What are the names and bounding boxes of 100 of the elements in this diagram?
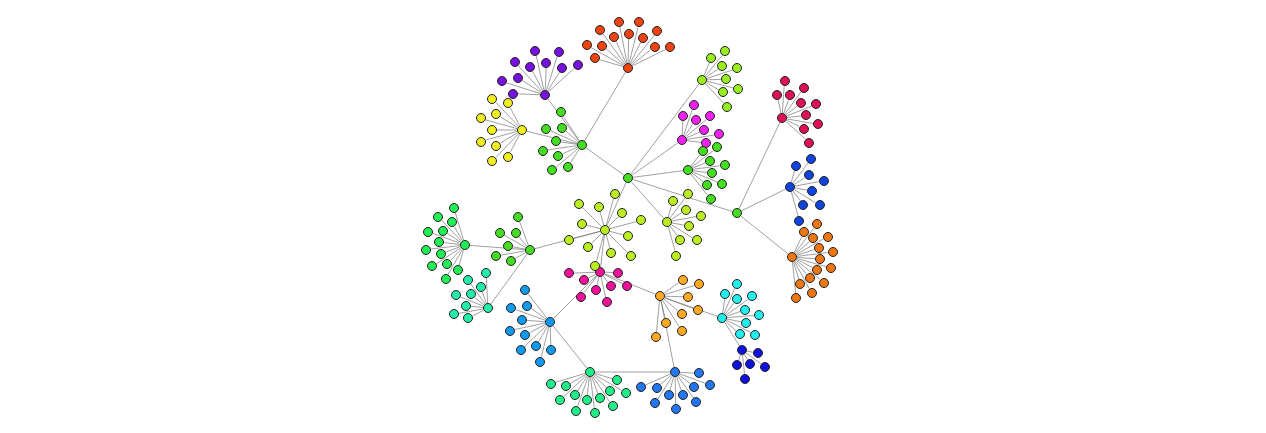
node-circle	[547, 165, 558, 176]
node-circle	[806, 186, 817, 197]
node-circle	[683, 291, 693, 302]
connector-line	[555, 373, 586, 383]
node-circle	[564, 268, 574, 279]
connector-line	[783, 99, 789, 114]
connector-line	[609, 230, 624, 236]
connector-line	[722, 298, 725, 314]
node-circle	[689, 381, 700, 392]
connector-line	[674, 376, 677, 405]
connector-line	[724, 302, 735, 315]
node-circle	[706, 52, 717, 63]
node-circle	[663, 390, 674, 401]
node-circle	[683, 189, 693, 199]
node-circle	[607, 401, 618, 412]
connector-line	[549, 326, 552, 346]
node-circle	[688, 99, 699, 110]
node-circle	[720, 289, 731, 300]
node-circle	[435, 248, 446, 259]
connector-line	[527, 293, 548, 319]
node-circle	[440, 273, 451, 284]
node-circle	[462, 274, 473, 285]
node-circle	[481, 268, 492, 279]
node-circle	[460, 240, 470, 250]
connector-line	[663, 282, 680, 294]
connector-line	[500, 250, 526, 256]
connector-line	[706, 80, 734, 89]
connector-line	[517, 65, 542, 92]
connector-line	[606, 182, 627, 226]
connector-line	[794, 181, 820, 187]
connector-line	[509, 107, 521, 126]
connector-line	[529, 323, 546, 334]
node-circle	[795, 278, 806, 289]
node-circle	[557, 123, 568, 134]
node-circle	[562, 161, 573, 172]
node-circle	[585, 367, 595, 377]
connector-line	[583, 275, 598, 293]
node-circle	[677, 274, 688, 285]
node-circle	[605, 386, 616, 397]
connector-line	[547, 71, 560, 92]
node-circle	[667, 195, 678, 206]
connector-line	[725, 299, 749, 316]
connector-line	[459, 296, 484, 307]
connector-line	[608, 233, 628, 253]
node-circle	[590, 53, 601, 64]
connector-line	[500, 116, 519, 128]
connector-line	[669, 197, 686, 219]
connector-line	[608, 216, 619, 227]
connector-line	[523, 325, 547, 348]
node-circle	[677, 135, 687, 145]
connector-line	[593, 375, 608, 389]
node-circle	[600, 225, 610, 235]
connector-line	[794, 187, 808, 191]
node-circle	[623, 63, 633, 73]
node-circle	[753, 310, 764, 321]
connector-line	[506, 82, 541, 94]
connector-line	[793, 235, 803, 253]
connector-line	[496, 129, 518, 131]
node-circle	[652, 26, 663, 37]
connector-line	[724, 321, 740, 347]
node-circle	[540, 90, 550, 100]
node-circle	[745, 358, 755, 369]
node-circle	[581, 40, 592, 51]
node-circle	[712, 142, 723, 153]
node-circle	[545, 378, 556, 389]
node-circle	[798, 123, 809, 134]
node-circle	[634, 17, 645, 28]
connector-line	[540, 326, 550, 358]
node-circle	[760, 362, 771, 373]
node-circle	[732, 294, 743, 305]
connector-line	[548, 67, 575, 92]
node-circle	[577, 140, 587, 150]
connector-line	[629, 41, 642, 64]
node-circle	[670, 404, 681, 414]
connector-line	[600, 276, 606, 298]
connector-line	[630, 83, 700, 175]
connector-line	[793, 189, 816, 204]
connector-line	[515, 309, 546, 321]
node-circle	[794, 215, 805, 226]
node-circle	[593, 201, 604, 212]
node-circle	[638, 32, 649, 43]
node-circle	[503, 151, 513, 162]
connector-line	[686, 131, 700, 139]
node-circle	[609, 189, 620, 200]
connector-line	[609, 221, 637, 230]
node-circle	[508, 88, 518, 99]
node-circle	[494, 227, 505, 238]
node-circle	[705, 111, 716, 122]
node-circle	[564, 234, 575, 245]
connector-line	[664, 295, 684, 298]
connector-line	[703, 62, 710, 76]
node-circle	[698, 125, 709, 136]
connector-line	[604, 271, 614, 273]
node-circle	[740, 373, 751, 384]
node-circle	[705, 155, 716, 166]
connector-line	[705, 82, 719, 91]
node-circle	[513, 212, 523, 223]
node-circle	[662, 217, 672, 227]
node-circle	[434, 236, 445, 247]
node-circle	[553, 150, 564, 161]
